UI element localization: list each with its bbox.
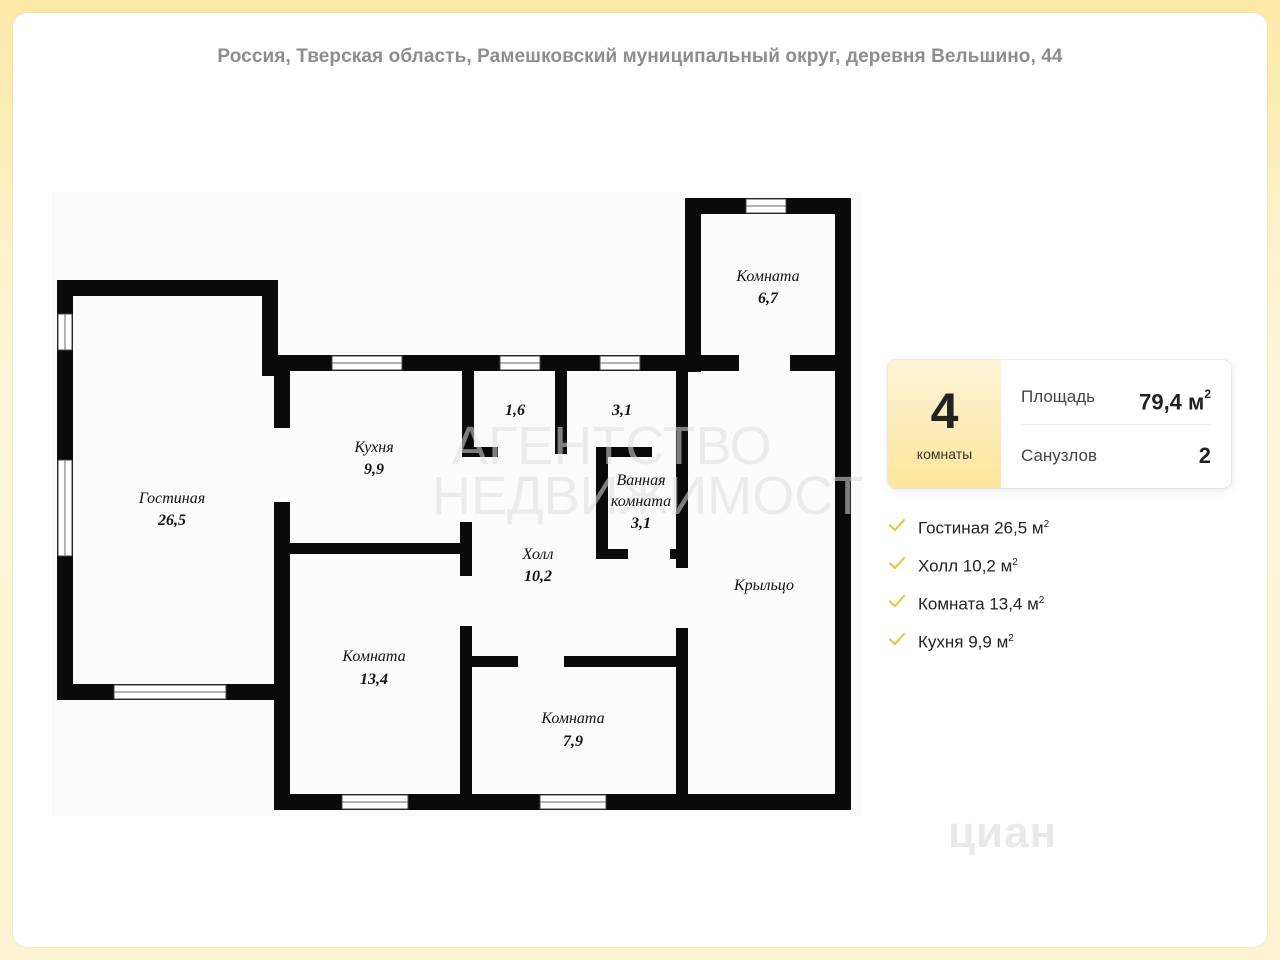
list-item: Комната 13,4 м2 (888, 586, 1228, 624)
room-area-bath: 3,1 (630, 515, 651, 532)
room-name-bottom: Комната (540, 710, 604, 727)
room-name-bath-line1: Ванная (616, 472, 665, 489)
list-item: Кухня 9,9 м2 (888, 624, 1228, 662)
room-area-hall: 10,2 (524, 568, 552, 585)
area-label: Площадь (1021, 387, 1096, 406)
walls (57, 198, 851, 810)
room-area-top: 6,7 (758, 290, 779, 307)
list-item: Гостиная 26,5 м2 (888, 510, 1228, 548)
check-icon (888, 556, 906, 570)
cian-logo: циан (948, 808, 1058, 857)
room-area-small2: 3,1 (611, 402, 632, 419)
check-icon (888, 594, 906, 608)
room-name-hall: Холл (521, 546, 553, 563)
watermark-line2: НЕДВИЖИМОСТИ (432, 466, 862, 526)
check-icon (888, 518, 906, 532)
rooms-count: 4 (930, 383, 959, 439)
room-name-bath-line2: комната (611, 493, 671, 510)
bathrooms-value: 2 (1198, 443, 1211, 468)
bathrooms-row: Санузлов 2 (1021, 431, 1211, 481)
floor-plan: АГЕНТСТВО НЕДВИЖИМОСТИ Гостиная 26,5 Кух… (52, 192, 862, 816)
bathrooms-label: Санузлов (1021, 446, 1098, 465)
address-title: Россия, Тверская область, Рамешковский м… (217, 46, 1063, 67)
room-area-bottom: 7,9 (563, 733, 583, 750)
summary-box: 4 комнаты Площадь 79,4 м2 Санузлов 2 (888, 360, 1231, 488)
check-icon (888, 632, 906, 646)
features-list: Гостиная 26,5 м2 Холл 10,2 м2 Комната 13… (888, 510, 1228, 662)
floor-plan-drawing: АГЕНТСТВО НЕДВИЖИМОСТИ Гостиная 26,5 Кух… (57, 198, 862, 810)
room-name-living: Гостиная (138, 490, 205, 507)
room-area-living: 26,5 (157, 512, 186, 529)
rooms-tile: 4 комнаты (888, 360, 1001, 488)
window-lines (64, 205, 786, 803)
room-area-left: 13,4 (360, 671, 388, 688)
area-row: Площадь 79,4 м2 (1021, 372, 1211, 422)
list-item: Холл 10,2 м2 (888, 548, 1228, 586)
room-area-kitchen: 9,9 (364, 461, 384, 478)
room-name-top: Комната (735, 268, 799, 285)
rooms-label: комнаты (916, 446, 973, 462)
room-name-kitchen: Кухня (353, 439, 393, 456)
room-name-left: Комната (341, 648, 405, 665)
divider (1021, 424, 1211, 425)
watermark-line1: АГЕНТСТВО (452, 416, 772, 476)
room-name-porch: Крыльцо (733, 577, 794, 594)
area-value: 79,4 м2 (1139, 387, 1211, 415)
room-area-small1: 1,6 (505, 402, 525, 419)
